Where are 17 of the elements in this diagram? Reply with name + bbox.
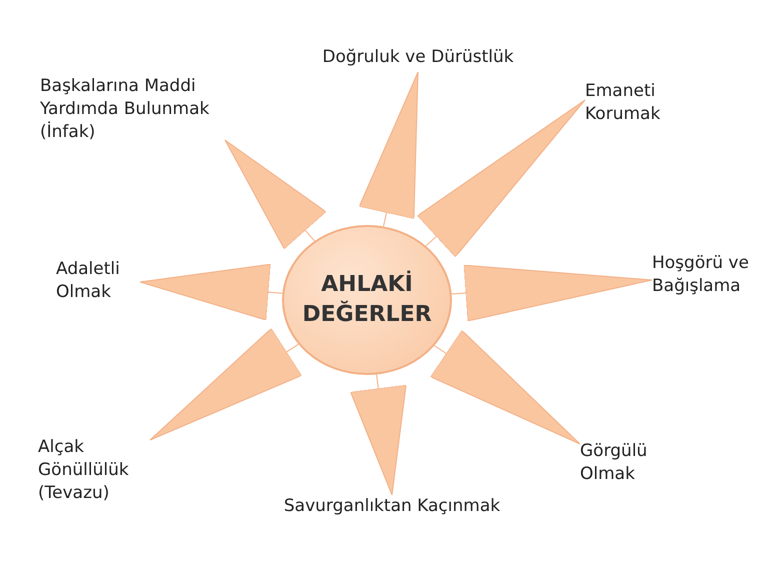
value-label: Emaneti Korumak <box>585 80 685 128</box>
triangle-arrow <box>350 374 407 496</box>
triangle-arrow <box>358 72 418 227</box>
center-ellipse: AHLAKİ DEĞERLER <box>282 225 452 375</box>
value-label: Alçak Gönüllülük (Tevazu) <box>38 436 150 508</box>
value-label: Hoşgörü ve Bağışlama <box>652 252 764 324</box>
value-label: Doğruluk ve Dürüstlük <box>288 46 548 72</box>
triangle-arrow <box>416 100 586 258</box>
value-label: Görgülü Olmak <box>580 440 670 488</box>
triangle-arrow <box>140 264 283 321</box>
triangle-arrow <box>430 330 580 444</box>
value-label: Savurganlıktan Kaçınmak <box>262 495 522 521</box>
value-label: Adaletli Olmak <box>56 258 140 306</box>
triangle-arrow <box>150 328 302 440</box>
triangle-arrow <box>451 264 652 322</box>
value-label: Başkalarına Maddi Yardımda Bulunmak (İnfak) <box>40 75 225 151</box>
triangle-arrow <box>224 140 327 250</box>
